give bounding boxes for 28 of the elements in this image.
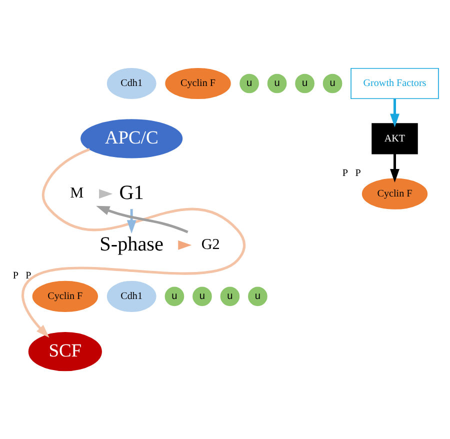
node-circle: u [164, 286, 184, 306]
node-circle: u [192, 286, 212, 306]
node-ellipse: Cyclin F [165, 68, 231, 100]
arrow [126, 209, 136, 234]
node-box: Growth Factors [350, 68, 439, 100]
node-text: S-phase [100, 233, 164, 256]
node-circle: u [295, 74, 314, 94]
node-circle: u [220, 286, 240, 306]
node-ellipse: Cyclin F [32, 280, 98, 312]
arrow [96, 206, 188, 234]
node-text: G1 [119, 182, 144, 204]
node-ellipse: APC/C [80, 119, 183, 158]
node-ellipse: Cyclin F [362, 178, 428, 210]
arrow [22, 148, 246, 338]
node-ellipse: Cdh1 [106, 68, 156, 100]
node-ellipse: Cdh1 [106, 280, 156, 312]
node-text: G2 [201, 236, 220, 253]
node-box: AKT [372, 123, 418, 154]
arrow [390, 154, 400, 182]
node-ellipse: SCF [28, 332, 102, 372]
node-label: P P [342, 168, 361, 179]
node-circle: u [240, 74, 259, 94]
node-circle: u [267, 74, 287, 94]
node-label: P P [12, 270, 32, 282]
node-circle: u [248, 286, 268, 306]
arrow [390, 98, 400, 128]
node-text: M [70, 186, 84, 202]
node-circle: u [322, 74, 342, 94]
